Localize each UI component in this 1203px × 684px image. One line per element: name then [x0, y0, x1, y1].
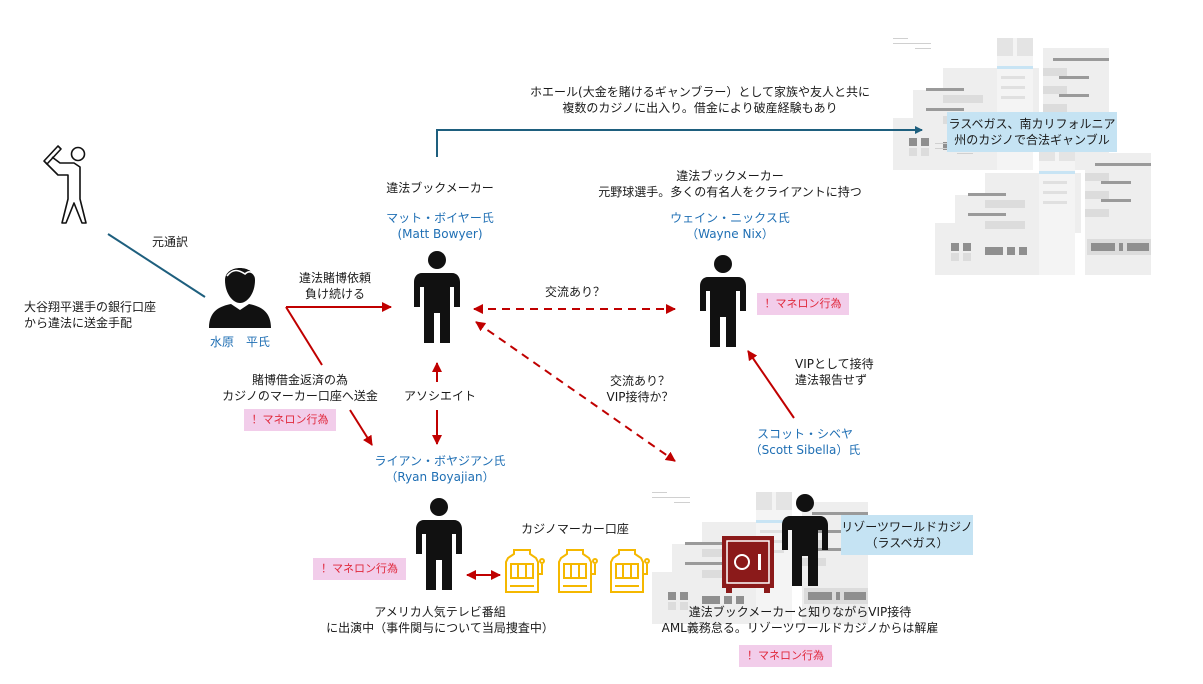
- person-icon-bowyer: [414, 251, 460, 343]
- edge-mizuhara-boyajian-a: [285, 306, 323, 366]
- edge-sibella-nix: [747, 350, 795, 419]
- sibella-name-en: （Scott Sibella）氏: [730, 442, 880, 458]
- edge-bowyer-lasvegas: [436, 126, 923, 157]
- nix-role-line2: 元野球選手。多くの有名人をクライアントに持つ: [598, 185, 862, 199]
- bowyer-name-jp: マット・ボイヤー氏: [386, 211, 494, 225]
- resorts-world-callout-line2: （ラスベガス）: [865, 536, 949, 550]
- mizuhara-note-line2: から違法に送金手配: [24, 316, 133, 330]
- las-vegas-callout-line1: ラスベガス、南カリフォルニア: [948, 117, 1116, 131]
- edge-bowyer-resorts: [475, 321, 676, 462]
- edge-label-debt-line1: 賭博借金返済の為: [251, 373, 348, 387]
- slot-machine-icon: [558, 549, 598, 593]
- edge-label-gambling-line1: 違法賭博依頼: [298, 271, 371, 285]
- boyajian-name-jp: ライアン・ボヤジアン氏: [374, 454, 506, 468]
- person-icon-boyajian: [416, 498, 462, 590]
- edge-label-gambling-line2: 負け続ける: [304, 287, 365, 301]
- money-laundering-badge-mizuhara: ！マネロン行為: [244, 409, 336, 431]
- edge-label-sibella-line1: VIPとして接待: [795, 357, 874, 371]
- edge-label-former-interpreter: 元通訳: [151, 235, 188, 249]
- resorts-world-callout-line1: リゾーツワールドカジノ: [841, 520, 973, 534]
- resorts-world-note-line1: 違法ブックメーカーと知りながらVIP接待: [688, 605, 912, 619]
- edge-label-associate: アソシエイト: [403, 389, 476, 403]
- slot-machine-icon: [505, 549, 545, 593]
- bowyer-name-en: (Matt Bowyer): [397, 227, 483, 241]
- las-vegas-callout-line2: 州のカジノで合法ギャンブル: [954, 133, 1110, 147]
- person-icon-nix: [700, 255, 746, 347]
- boyajian-note-line1: アメリカ人気テレビ番組: [374, 605, 506, 619]
- edge-label-whale-line2: 複数のカジノに出入り。借金により破産経験もあり: [562, 101, 838, 115]
- resorts-world-note-line2: AML義務怠る。リゾーツワールドカジノからは解雇: [661, 621, 939, 635]
- mizuhara-note-line1: 大谷翔平選手の銀行口座: [24, 300, 157, 314]
- safe-icon: [722, 536, 774, 593]
- sibella-name-jp: スコット・シベヤ: [756, 427, 853, 441]
- edge-ohtani-mizuhara: [107, 233, 206, 298]
- edge-label-contact: 交流あり？: [544, 285, 605, 299]
- edge-label-debt-line2: カジノのマーカー口座へ送金: [222, 389, 378, 403]
- slot-machine-icons: [505, 549, 650, 593]
- las-vegas-callout: ラスベガス、南カリフォルニア 州のカジノで合法ギャンブル: [947, 112, 1117, 152]
- money-laundering-badge-resorts: ！マネロン行為: [739, 645, 832, 667]
- casino-marker-label: カジノマーカー口座: [521, 522, 629, 536]
- edge-label-sibella-line2: 違法報告せず: [795, 373, 868, 387]
- edge-label-vip-line2: VIP接待か？: [606, 390, 674, 404]
- resorts-world-callout: リゾーツワールドカジノ （ラスベガス）: [841, 515, 973, 555]
- bowyer-role: 違法ブックメーカー: [386, 181, 494, 195]
- baseball-player-icon: [43, 145, 87, 224]
- person-head-icon: [209, 268, 271, 328]
- sibella-name-en-text: （Scott Sibella）氏: [749, 443, 861, 457]
- boyajian-note-line2: に出演中（事件関与について当局捜査中）: [326, 621, 554, 635]
- nix-name-en: （Wayne Nix）: [686, 227, 774, 241]
- money-laundering-badge-nix: ！マネロン行為: [757, 293, 849, 315]
- slot-machine-icon: [610, 549, 650, 593]
- edge-label-vip-line1: 交流あり？: [609, 374, 670, 388]
- edge-mizuhara-boyajian-b: [349, 409, 373, 446]
- boyajian-name-en: （Ryan Boyajian）: [385, 470, 495, 484]
- nix-role-line1: 違法ブックメーカー: [676, 169, 784, 183]
- nix-name-jp: ウェイン・ニックス氏: [670, 211, 790, 225]
- money-laundering-badge-boyajian: ！マネロン行為: [313, 558, 406, 580]
- mizuhara-name: 水原 平氏: [209, 335, 270, 349]
- edge-label-whale-line1: ホエール(大金を賭けるギャンブラー）として家族や友人と共に: [530, 85, 870, 99]
- person-icon-resorts: [782, 494, 828, 586]
